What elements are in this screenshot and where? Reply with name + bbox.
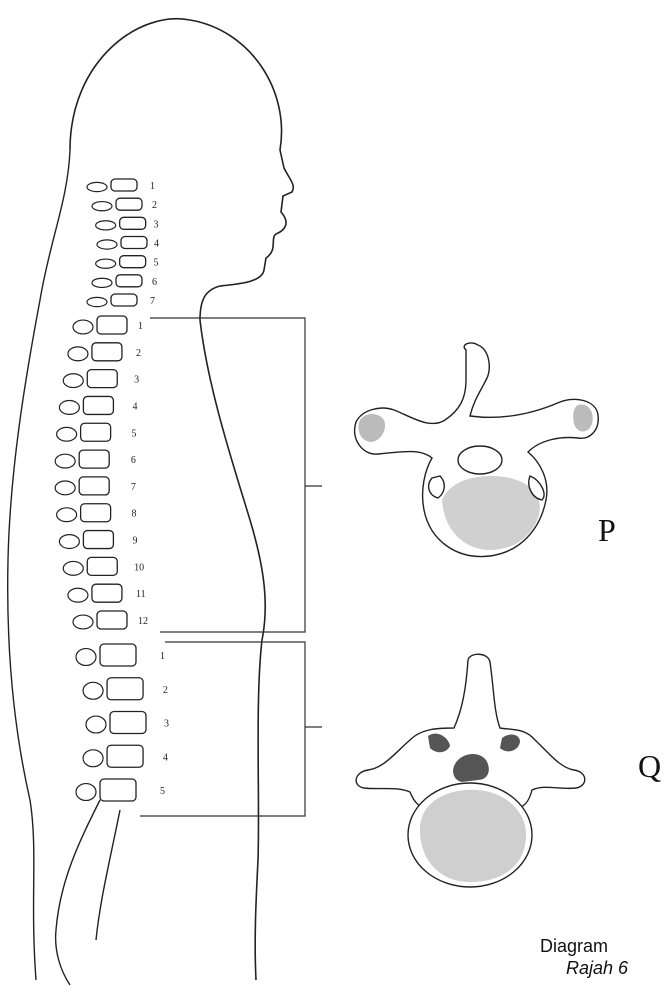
spinous-process [86, 716, 106, 733]
spinous-process [55, 454, 75, 468]
vertebra-number: 8 [131, 509, 136, 520]
vertebra-body [100, 779, 136, 801]
spinous-process [68, 347, 88, 361]
vertebra-number: 6 [152, 277, 157, 288]
vertebra-body [107, 745, 143, 767]
label-p: P [598, 512, 616, 549]
vertebra-body [81, 423, 111, 441]
vertebra-body [121, 237, 147, 249]
vertebra-number: 11 [136, 589, 146, 600]
vertebra-number: 2 [136, 348, 141, 359]
vertebra-number: 4 [163, 752, 168, 763]
vertebra-body [87, 557, 117, 575]
vertebra-body [110, 712, 146, 734]
vertebra-number: 2 [163, 685, 168, 696]
vertebra-body [120, 217, 146, 229]
spinous-process [96, 259, 116, 268]
spine-sacrum [56, 800, 120, 985]
spinous-process [55, 481, 75, 495]
head-and-back-outline [70, 19, 293, 980]
caption-english: Diagram [540, 936, 608, 957]
front-neck-line [8, 150, 70, 980]
vertebra-p-drawing [355, 343, 599, 557]
vertebra-number: 12 [138, 616, 148, 627]
spinous-process [68, 588, 88, 602]
spinous-process [59, 401, 79, 415]
spinous-process [59, 535, 79, 549]
vertebra-body [92, 584, 122, 602]
vertebra-body [79, 477, 109, 495]
vertebra-body [111, 179, 137, 191]
spinous-process [73, 320, 93, 334]
spinous-process [76, 784, 96, 801]
vertebra-number: 9 [133, 536, 138, 547]
vertebra-body [116, 198, 142, 210]
spinous-process [92, 278, 112, 287]
vertebra-body [83, 396, 113, 414]
vertebra-q-drawing [356, 654, 585, 887]
spinous-process [83, 682, 103, 699]
spinous-process [87, 182, 107, 191]
spinous-process [97, 240, 117, 249]
label-q: Q [638, 748, 661, 785]
vertebra-number: 3 [153, 219, 158, 230]
vertebra-number: 7 [131, 482, 136, 493]
vertebra-number: 1 [138, 321, 143, 332]
vertebra-body [97, 316, 127, 334]
spinous-process [57, 427, 77, 441]
vertebra-number: 4 [133, 401, 138, 412]
vertebra-body [116, 275, 142, 287]
spinous-process [76, 649, 96, 666]
spinous-process [83, 750, 103, 767]
vertebra-body [120, 256, 146, 268]
spinous-process [73, 615, 93, 629]
vertebra-number: 6 [131, 455, 136, 466]
caption-malay: Rajah 6 [566, 958, 628, 979]
vertebra-number: 3 [164, 719, 169, 730]
vertebra-number: 5 [153, 258, 158, 269]
vertebra-body [100, 644, 136, 666]
vertebra-number: 3 [134, 375, 139, 386]
vertebra-body [81, 504, 111, 522]
vertebra-body [111, 294, 137, 306]
vertebra-body [83, 531, 113, 549]
vertebra-number: 1 [150, 181, 155, 192]
spinous-process [63, 374, 83, 388]
spinous-process [92, 202, 112, 211]
vertebra-number: 7 [150, 296, 155, 307]
vertebra-number: 1 [160, 651, 165, 662]
vertebra-body [107, 678, 143, 700]
vertebra-number: 10 [134, 562, 144, 573]
spinous-process [87, 297, 107, 306]
vertebra-body [87, 370, 117, 388]
vertebra-body [97, 611, 127, 629]
vertebra-number: 4 [154, 239, 159, 250]
vertebra-body [92, 343, 122, 361]
spinous-process [96, 221, 116, 230]
spinous-process [57, 508, 77, 522]
vertebra-number: 5 [160, 786, 165, 797]
vertebra-number: 2 [152, 200, 157, 211]
vertebra-body [79, 450, 109, 468]
vertebra-number: 5 [131, 428, 136, 439]
spinous-process [63, 561, 83, 575]
